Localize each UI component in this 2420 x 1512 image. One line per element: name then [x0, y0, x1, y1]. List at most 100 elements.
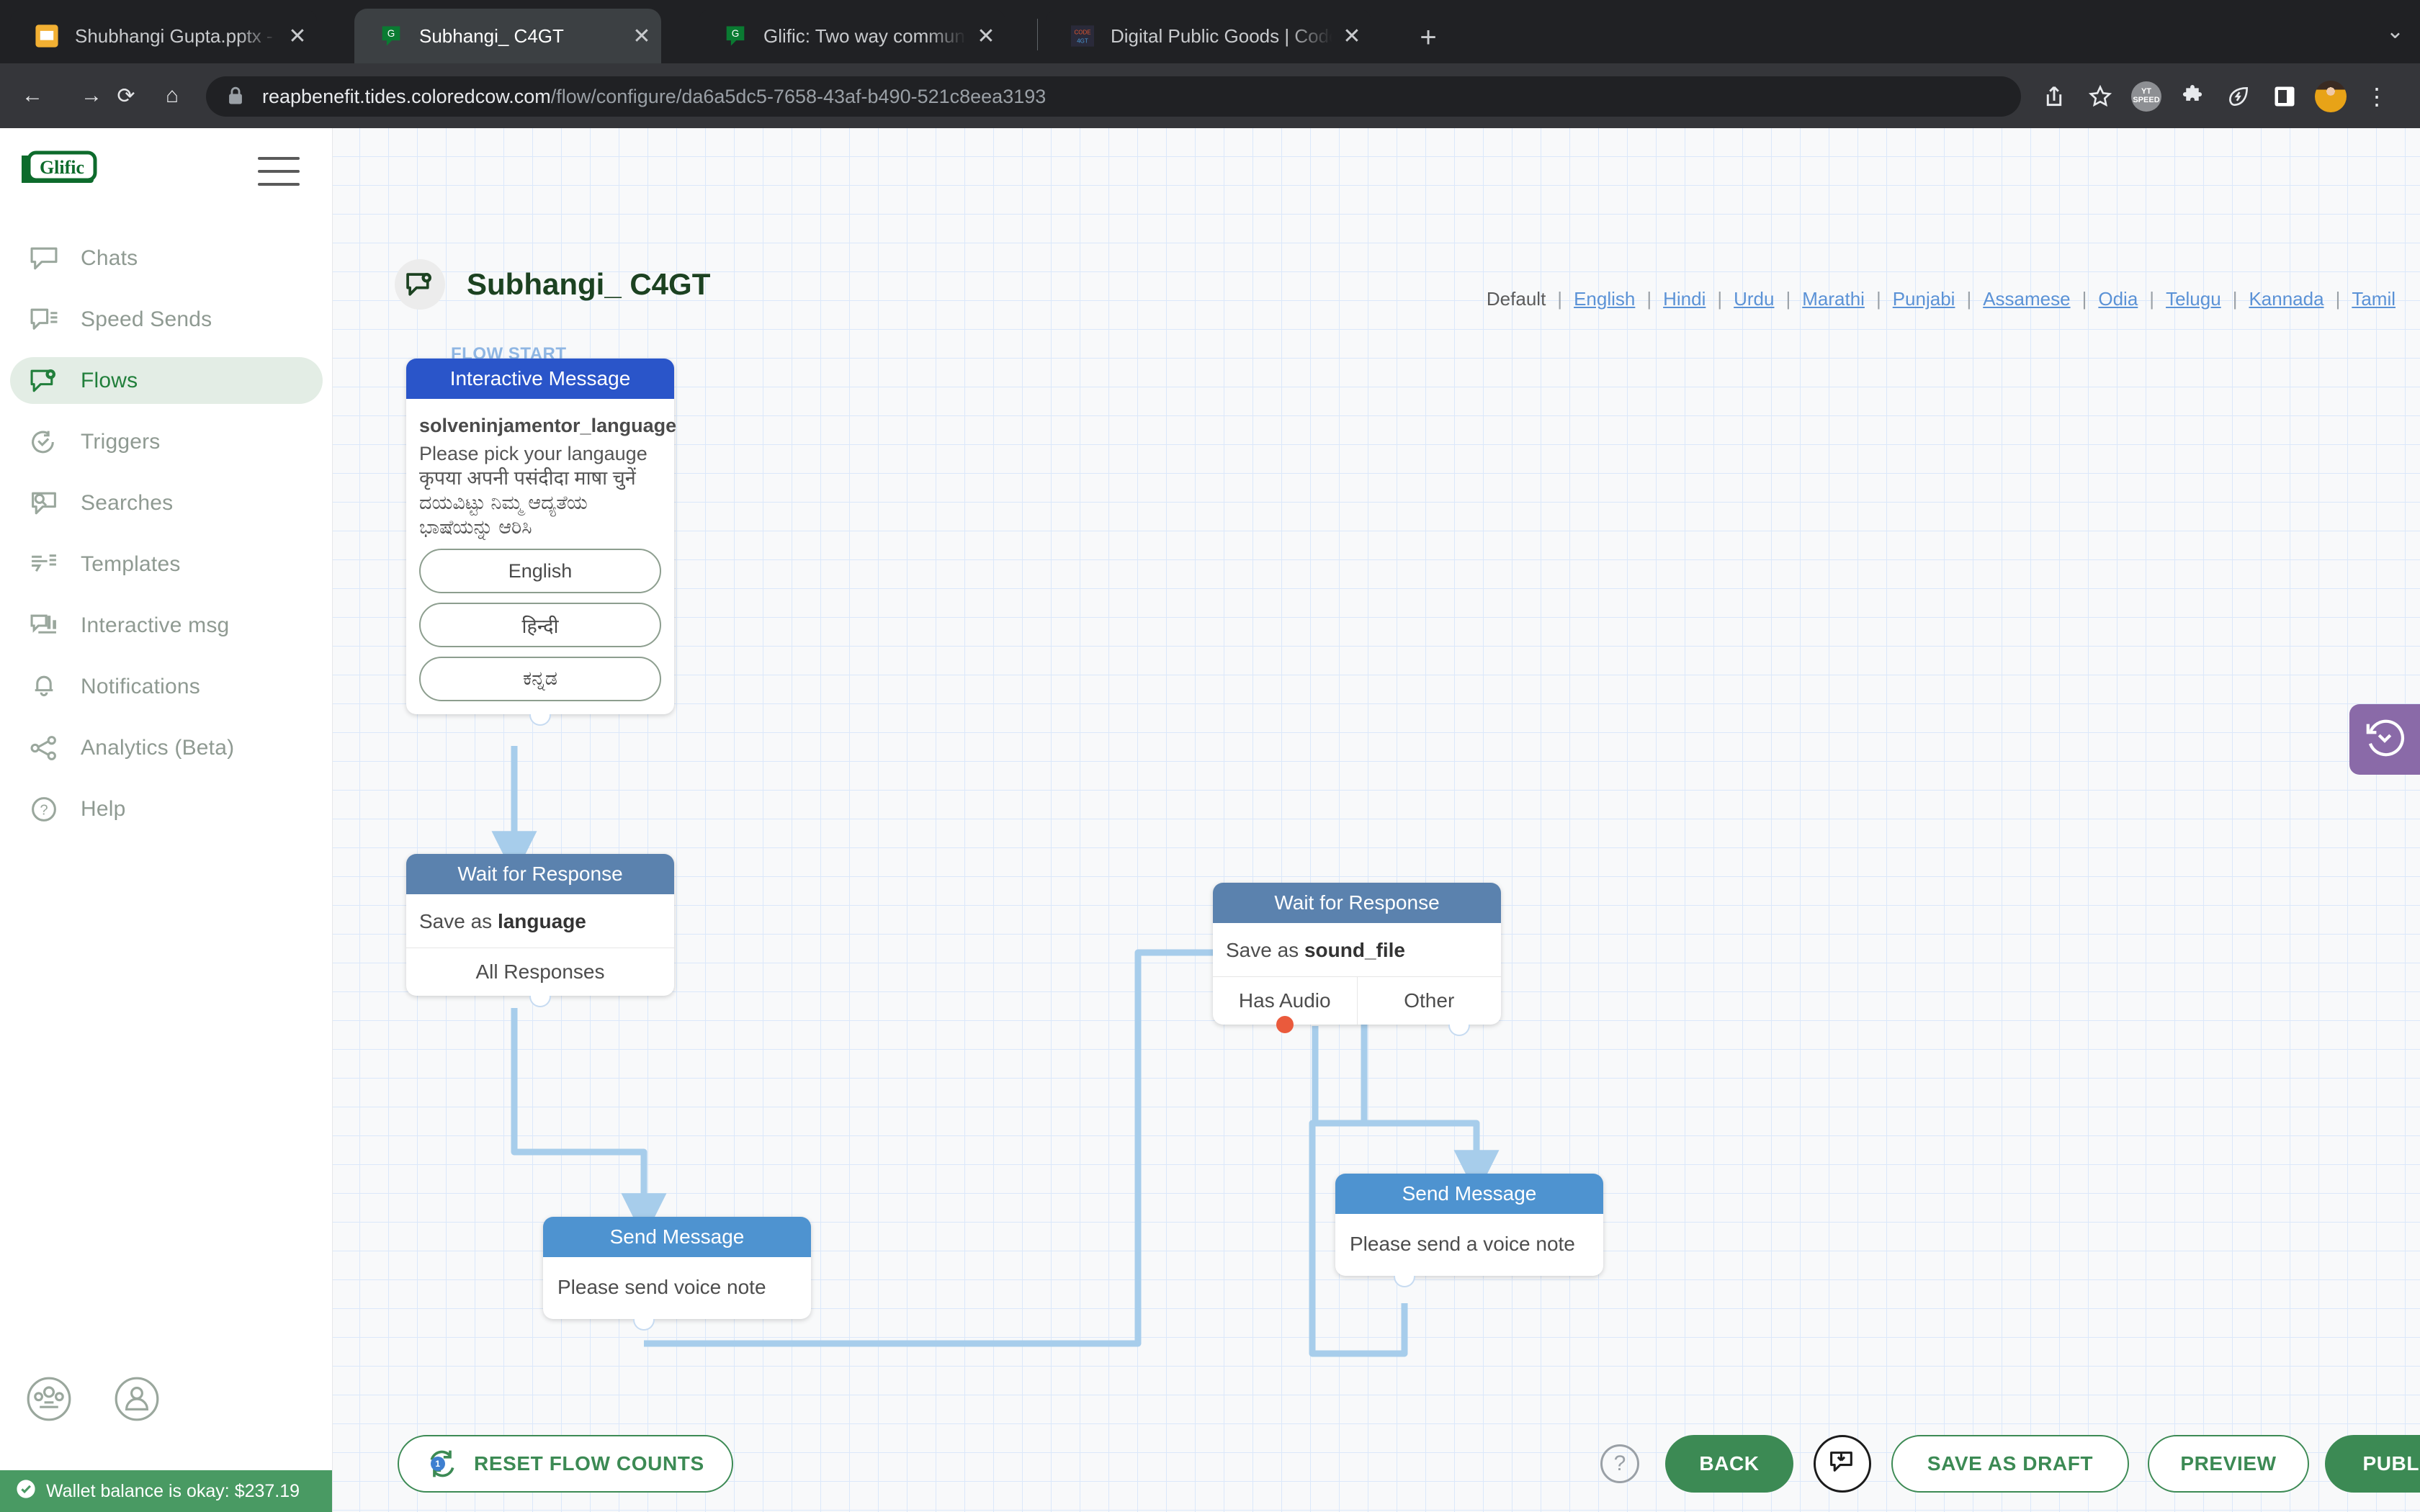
lang-separator: | — [1785, 288, 1791, 310]
help-circle-icon[interactable]: ? — [1600, 1444, 1639, 1483]
lang-separator: | — [1646, 288, 1652, 310]
node-output-port-other[interactable] — [1448, 1025, 1470, 1036]
leaf-extension-icon[interactable] — [2215, 76, 2262, 117]
sidebar-item-label: Templates — [81, 552, 181, 576]
lang-separator: | — [2081, 288, 2087, 310]
sidebar-item-searches[interactable]: Searches — [10, 480, 323, 526]
sidebar-item-help[interactable]: ? Help — [10, 786, 323, 832]
tab-title: Subhangi_ C4GT — [419, 24, 564, 47]
browser-tab[interactable]: G Glific: Two way communication ✕ — [699, 9, 1005, 63]
browser-menu-icon[interactable]: ⋮ — [2365, 84, 2388, 109]
sidebar-item-triggers[interactable]: Triggers — [10, 418, 323, 465]
sidebar-item-flows[interactable]: Flows — [10, 357, 323, 404]
save-as-draft-button[interactable]: SAVE AS DRAFT — [1891, 1435, 2129, 1493]
home-icon[interactable]: ⌂ — [165, 84, 179, 107]
side-panel-icon[interactable] — [2262, 76, 2308, 117]
node-output-port[interactable] — [1394, 1276, 1415, 1287]
lang-tab-telugu[interactable]: Telugu — [2166, 288, 2221, 310]
lang-tab-assamese[interactable]: Assamese — [1983, 288, 2071, 310]
im-quick-reply-button[interactable]: ಕನ್ನಡ — [419, 657, 661, 702]
account-person-icon[interactable] — [114, 1376, 160, 1426]
send-message-text: Please send a voice note — [1350, 1233, 1575, 1255]
node-send-message-left[interactable]: Send Message Please send voice note — [543, 1217, 811, 1331]
collection-group-icon[interactable] — [26, 1376, 72, 1426]
node-header: Send Message — [1335, 1174, 1603, 1214]
address-bar[interactable]: reapbenefit.tides.coloredcow.com/flow/co… — [206, 76, 2021, 117]
history-restore-widget[interactable] — [2349, 704, 2420, 775]
wait-category-has-audio[interactable]: Has Audio — [1238, 989, 1331, 1012]
speed-send-icon — [26, 306, 62, 333]
node-output-port[interactable] — [529, 714, 551, 726]
history-restore-icon — [2364, 717, 2406, 762]
preview-button[interactable]: PREVIEW — [2148, 1435, 2309, 1493]
extensions-puzzle-icon[interactable] — [2169, 76, 2215, 117]
sidebar-item-templates[interactable]: Templates — [10, 541, 323, 588]
wait-save-prefix: Save as — [1226, 939, 1304, 961]
close-icon[interactable]: ✕ — [632, 24, 651, 48]
close-icon[interactable]: ✕ — [288, 24, 307, 48]
lang-tab-kannada[interactable]: Kannada — [2249, 288, 2324, 310]
wait-save-as: Save as sound_file — [1213, 923, 1501, 976]
chevron-down-icon[interactable]: ⌄ — [2385, 19, 2404, 43]
reset-flow-counts-button[interactable]: 1 RESET FLOW COUNTS — [398, 1435, 733, 1493]
node-header: Wait for Response — [1213, 883, 1501, 923]
reload-icon[interactable]: ⟳ — [117, 84, 135, 108]
back-icon[interactable]: ← — [22, 84, 43, 107]
wallet-balance-text: Wallet balance is okay: $237.19 — [46, 1480, 300, 1501]
lang-tab-urdu[interactable]: Urdu — [1734, 288, 1775, 310]
back-button[interactable]: BACK — [1665, 1435, 1793, 1493]
flow-canvas[interactable]: Subhangi_ C4GT Default | English | Hindi… — [333, 128, 2420, 1512]
chat-icon — [26, 245, 62, 272]
forward-icon[interactable]: → — [81, 84, 102, 107]
sidebar-item-chats[interactable]: Chats — [10, 235, 323, 282]
sidebar-item-label: Help — [81, 796, 126, 821]
lang-tab-punjabi[interactable]: Punjabi — [1892, 288, 1955, 310]
wait-categories: All Responses — [406, 948, 674, 996]
lang-tab-marathi[interactable]: Marathi — [1802, 288, 1865, 310]
bookmark-star-icon[interactable] — [2077, 76, 2123, 117]
lang-tab-english[interactable]: English — [1574, 288, 1636, 310]
lang-tab-odia[interactable]: Odia — [2098, 288, 2138, 310]
sidebar-item-speed-sends[interactable]: Speed Sends — [10, 296, 323, 343]
export-flow-icon[interactable] — [1814, 1435, 1871, 1493]
lang-separator: | — [2232, 288, 2238, 310]
sidebar-nav: Chats Speed Sends Flows Triggers — [10, 235, 323, 847]
publish-button[interactable]: PUBLISH — [2325, 1435, 2420, 1493]
sidebar-item-notifications[interactable]: Notifications — [10, 663, 323, 710]
new-tab-button[interactable]: + — [1420, 21, 1437, 53]
node-wait-for-response-language[interactable]: Wait for Response Save as language All R… — [406, 854, 674, 1007]
node-interactive-message[interactable]: Interactive Message solveninjamentor_lan… — [406, 359, 676, 726]
glific-logo[interactable]: Glific — [19, 148, 98, 193]
im-quick-reply-button[interactable]: हिन्दी — [419, 603, 661, 648]
wait-category-other[interactable]: Other — [1356, 977, 1502, 1025]
wait-category[interactable]: All Responses — [475, 960, 605, 983]
node-output-port[interactable] — [633, 1319, 655, 1331]
node-body: solveninjamentor_language Please pick yo… — [406, 399, 676, 714]
hamburger-menu-icon[interactable] — [258, 157, 300, 186]
wallet-balance-banner: Wallet balance is okay: $237.19 — [0, 1470, 332, 1512]
share-icon[interactable] — [2031, 76, 2077, 117]
lang-tab-hindi[interactable]: Hindi — [1663, 288, 1706, 310]
browser-tab-active[interactable]: G Subhangi_ C4GT ✕ — [354, 9, 661, 63]
profile-avatar[interactable] — [2308, 76, 2354, 117]
lang-tab-default[interactable]: Default — [1486, 288, 1546, 310]
node-send-message-right[interactable]: Send Message Please send a voice note — [1335, 1174, 1603, 1287]
lang-tab-tamil[interactable]: Tamil — [2352, 288, 2396, 310]
close-icon[interactable]: ✕ — [1343, 24, 1361, 48]
close-icon[interactable]: ✕ — [977, 24, 995, 48]
node-output-port[interactable] — [529, 996, 551, 1007]
lang-separator: | — [1717, 288, 1723, 310]
sidebar-item-interactive-msg[interactable]: Interactive msg — [10, 602, 323, 649]
browser-tab[interactable]: Shubhangi Gupta.pptx - Google Slides ✕ — [10, 9, 317, 63]
language-tabs: Default | English | Hindi | Urdu | Marat… — [1487, 288, 2396, 310]
yt-badge-line2: SPEED — [2133, 96, 2160, 104]
sidebar-item-label: Analytics (Beta) — [81, 735, 235, 760]
sidebar-item-analytics[interactable]: Analytics (Beta) — [10, 724, 323, 771]
im-quick-reply-button[interactable]: English — [419, 549, 661, 594]
node-wait-for-response-sound-file[interactable]: Wait for Response Save as sound_file Has… — [1213, 883, 1502, 1036]
lang-separator: | — [1876, 288, 1881, 310]
sidebar-item-label: Speed Sends — [81, 307, 212, 331]
